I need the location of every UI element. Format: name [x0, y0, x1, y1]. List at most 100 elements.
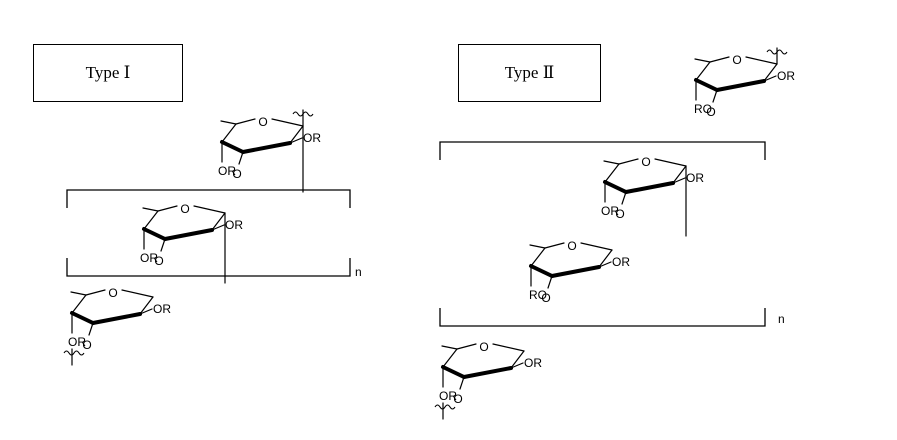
ring-bold-bond: [624, 181, 675, 194]
ring-bond: [442, 348, 458, 368]
or-group-label: OR: [303, 131, 321, 145]
ring-oxygen-label: O: [108, 286, 117, 300]
or-group-label: OR: [439, 389, 457, 403]
structures-layer: OOROROOOROROOOROROOORROOOOROROOORROOOORO…: [63, 47, 795, 420]
ring-bond: [604, 163, 620, 183]
ro-group-label: RO: [694, 102, 712, 116]
ring-bond: [289, 125, 304, 144]
linkage-bond: [712, 89, 718, 103]
substituent-bond: [510, 362, 524, 369]
ring-bond: [695, 61, 711, 81]
or-group-label: OR: [601, 204, 619, 218]
ring-oxygen-label: O: [567, 239, 576, 253]
linkage-oxygen-label: O: [154, 254, 163, 268]
or-group-label: OR: [777, 69, 795, 83]
ring-bold-bond: [91, 312, 142, 325]
linkage-bond: [621, 191, 627, 205]
linkage-bond: [547, 275, 553, 289]
wavy-terminus: [292, 111, 314, 117]
ring-bold-bond: [550, 265, 601, 278]
ro-group-label: RO: [529, 288, 547, 302]
ring-bond: [85, 289, 106, 296]
ring-bond: [763, 63, 778, 82]
ring-bold-bond: [694, 78, 719, 92]
ring-bond: [143, 210, 159, 230]
methyl-bond: [603, 160, 620, 165]
ring-bond: [139, 296, 154, 315]
linkage-bond: [238, 151, 244, 165]
ring-bond: [709, 56, 730, 63]
or-group-label: OR: [225, 218, 243, 232]
ring-bold-bond: [441, 365, 466, 379]
ring-bond: [492, 343, 525, 352]
or-group-label: OR: [524, 356, 542, 370]
linkage-bond: [160, 238, 166, 252]
ring-bond: [530, 247, 546, 267]
type-2-label: Type Ⅱ: [504, 63, 555, 82]
wavy-terminus: [63, 350, 85, 356]
linkage-oxygen-label: O: [453, 392, 462, 406]
or-group-label: OR: [218, 164, 236, 178]
repeat-bracket-type-1-bottom: [66, 258, 351, 277]
linkage-bond: [88, 322, 94, 336]
methyl-bond: [70, 291, 87, 296]
ring-bond: [745, 56, 778, 65]
ring-bond: [121, 289, 154, 298]
ring-bond: [618, 158, 639, 165]
ring-bold-bond: [529, 264, 554, 278]
wavy-terminus: [766, 49, 788, 55]
ring-bond: [580, 242, 613, 251]
substituent-bond: [139, 308, 153, 315]
ring-bond: [654, 158, 687, 167]
type-1-label-box: Type Ⅰ: [33, 44, 183, 102]
methyl-bond: [441, 345, 458, 350]
or-group-label: OR: [686, 171, 704, 185]
substituent-bond: [598, 261, 612, 268]
ring-bond: [672, 165, 687, 184]
ring-bold-bond: [462, 366, 513, 379]
ring-bold-bond: [603, 180, 628, 194]
methyl-bond: [529, 244, 546, 249]
type-2-label-box: Type Ⅱ: [458, 44, 601, 102]
methyl-bond: [142, 207, 159, 212]
wavy-terminus: [434, 404, 456, 410]
substituent-bond: [763, 75, 777, 82]
ring-oxygen-label: O: [641, 155, 650, 169]
repeat-index-type-2: n: [778, 312, 785, 326]
or-group-label: OR: [68, 335, 86, 349]
linkage-oxygen-label: O: [82, 338, 91, 352]
ring-bond: [271, 118, 304, 127]
linkage-bond: [459, 376, 465, 390]
methyl-bond: [694, 58, 711, 63]
ring-bond: [211, 212, 226, 231]
methyl-bond: [220, 120, 237, 125]
repeat-bracket-type-2-bottom: [439, 308, 766, 327]
ring-bold-bond: [241, 141, 292, 154]
ring-bond: [235, 118, 256, 125]
ring-bond: [510, 350, 525, 369]
linkage-oxygen-label: O: [232, 167, 241, 181]
substituent-bond: [211, 224, 225, 231]
ring-bold-bond: [142, 227, 167, 241]
type-1-label: Type Ⅰ: [85, 63, 131, 82]
repeat-index-type-1: n: [355, 265, 362, 279]
ring-bold-bond: [163, 228, 214, 241]
ring-bond: [598, 249, 613, 268]
substituent-bond: [672, 177, 686, 184]
linkage-oxygen-label: O: [541, 291, 550, 305]
or-group-label: OR: [612, 255, 630, 269]
ring-oxygen-label: O: [732, 53, 741, 67]
linkage-oxygen-label: O: [706, 105, 715, 119]
ring-oxygen-label: O: [258, 115, 267, 129]
brackets-layer: nn: [66, 141, 785, 327]
ring-bond: [157, 205, 178, 212]
